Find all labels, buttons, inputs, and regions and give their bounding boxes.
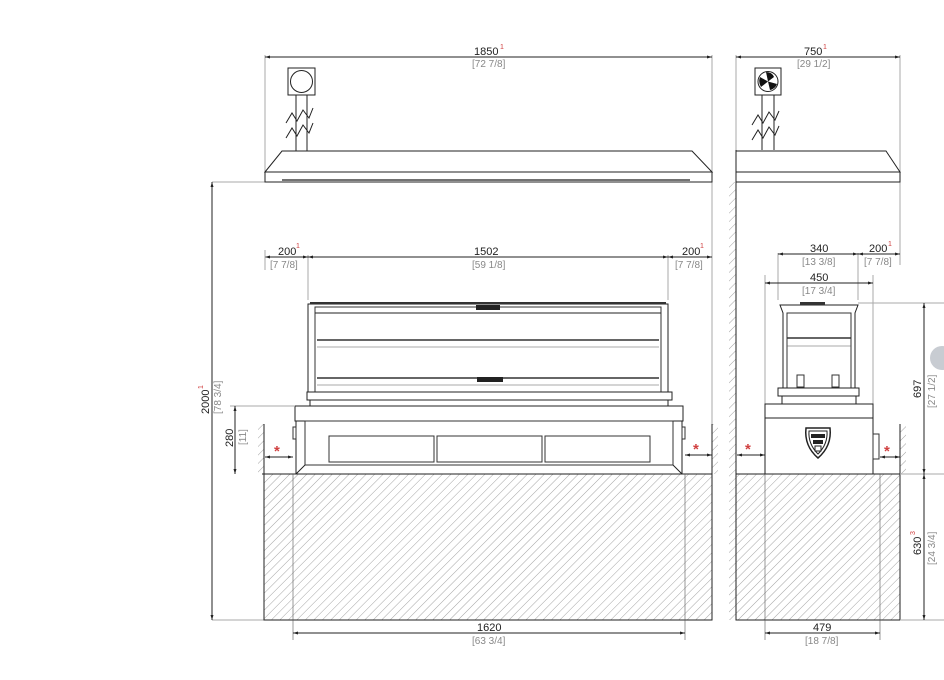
gap-marker-left: * (745, 441, 751, 458)
note-ref: 1 (888, 241, 892, 248)
counter-base-side (764, 403, 880, 475)
dim-base-height-inch: [11] (238, 429, 249, 445)
condenser-icon (285, 67, 316, 151)
fan-icon (751, 67, 782, 150)
dim-unit-width-inch: [59 1/8] (472, 260, 506, 271)
scroll-indicator[interactable] (930, 346, 944, 370)
note-ref: 1 (700, 243, 704, 250)
dim-overall-depth-inch: [29 1/2] (797, 59, 831, 70)
dim-top-depth-inch: [17 3/4] (802, 286, 836, 297)
dim-unit-height-inch: [27 1/2] (927, 374, 938, 408)
dim-clearance-right: 200 (682, 246, 700, 258)
wall-right-side (900, 424, 906, 474)
note-ref: 1 (823, 44, 827, 51)
dim-clearance-right-inch: [7 7/8] (675, 260, 703, 271)
dim-display-depth-inch: [13 3/8] (802, 257, 836, 268)
dim-clearance-left-inch: [7 7/8] (270, 260, 298, 271)
dim-base-width: 1620 (477, 622, 501, 634)
dim-base-depth-inch: [18 7/8] (805, 636, 839, 647)
dim-unit-width: 1502 (474, 246, 498, 258)
light-fixture (476, 305, 500, 310)
dim-base-depth: 479 (813, 622, 831, 634)
dim-counter-height: 630 (912, 537, 924, 555)
canopy-hood (263, 150, 714, 183)
display-case-side (777, 302, 860, 405)
wall-right (712, 424, 718, 474)
light-fixture (477, 377, 503, 382)
side-view: 750 1 [29 1/2] 340 [13 3/8] 200 1 [7 7/8… (729, 44, 944, 647)
front-view: 1850 1 [72 7/8] 200 1 [7 7/8] 1502 [59 1… (198, 44, 718, 647)
dim-clearance-left: 200 (278, 246, 296, 258)
note-ref: 1 (296, 243, 300, 250)
note-ref: 3 (910, 531, 917, 535)
dim-display-depth: 340 (810, 243, 828, 255)
gap-marker-right: * (884, 443, 890, 460)
note-ref: 1 (500, 44, 504, 51)
dim-unit-height: 697 (912, 380, 924, 398)
rear-wall (729, 182, 736, 620)
dim-rear-clearance: 200 (869, 243, 887, 255)
dim-rear-clearance-inch: [7 7/8] (864, 257, 892, 268)
support-counter-side-hatched (735, 473, 901, 621)
gap-marker-right: * (693, 441, 699, 458)
note-ref: 1 (198, 385, 205, 389)
dim-overall-width-inch: [72 7/8] (472, 59, 506, 70)
dim-base-height: 280 (224, 429, 236, 447)
dim-overall-depth: 750 (804, 46, 822, 58)
dim-overall-width: 1850 (474, 46, 498, 58)
counter-base-front (292, 405, 686, 475)
dim-counter-height-inch: [24 3/4] (927, 531, 938, 565)
brand-shield-logo (805, 427, 831, 459)
dim-total-height: 2000 (200, 390, 212, 414)
wall-left (258, 424, 264, 474)
dim-total-height-inch: [78 3/4] (213, 380, 224, 414)
display-case-front (306, 302, 673, 407)
support-counter-hatched (263, 473, 713, 621)
dim-base-width-inch: [63 3/4] (472, 636, 506, 647)
gap-marker-left: * (274, 443, 280, 460)
dim-top-depth: 450 (810, 272, 828, 284)
canopy-hood-side (735, 150, 901, 183)
